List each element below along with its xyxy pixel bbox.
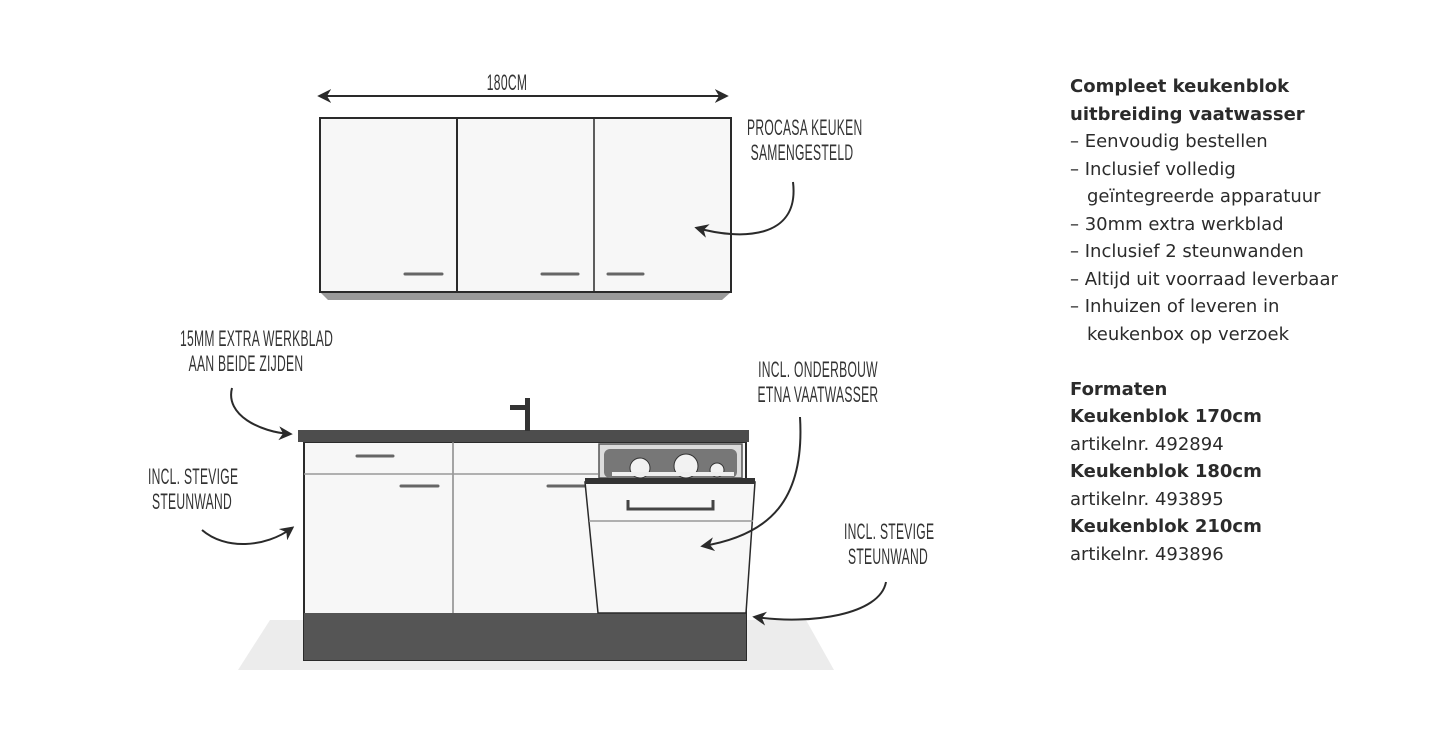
annotation-line: 15MM EXTRA WERKBLAD — [180, 326, 334, 351]
plinth — [304, 613, 746, 660]
annotation-line: INCL. ONDERBOUW — [758, 357, 878, 382]
product-subtitle: uitbreiding vaatwasser — [1070, 103, 1305, 125]
annotation-worktop: 15MM EXTRA WERKBLAD AAN BEIDE ZIJDEN — [180, 326, 334, 376]
formats-heading: Formaten — [1070, 378, 1168, 400]
base-cabinet — [303, 441, 756, 661]
feature-item: – Inclusief volledig geïntegreerde appar… — [1070, 158, 1321, 208]
dimension-label: 180CM — [486, 70, 528, 95]
annotation-left-wall: INCL. STEVIGE STEUNWAND — [148, 464, 239, 514]
format-name: Keukenblok 180cm — [1070, 461, 1262, 482]
annotation-line: STEUNWAND — [847, 544, 929, 569]
format-article: artikelnr. 492894 — [1070, 433, 1224, 455]
annotation-upper-cabinet: PROCASA KEUKEN SAMENGESTELD — [747, 115, 863, 165]
arrow-left-wall — [201, 526, 295, 546]
dishwasher-door — [584, 481, 756, 614]
arrow-worktop — [230, 387, 293, 441]
annotation-line: STEUNWAND — [151, 489, 233, 514]
upper-cabinet — [319, 117, 732, 300]
annotation-line: AAN BEIDE ZIJDEN — [188, 351, 304, 376]
feature-item: – Inhuizen of leveren in keukenbox op ve… — [1070, 296, 1290, 345]
annotation-dishwasher: INCL. ONDERBOUW ETNA VAATWASSER — [758, 357, 879, 407]
format-article: artikelnr. 493896 — [1070, 543, 1224, 565]
annotation-line: SAMENGESTELD — [750, 140, 854, 165]
feature-item: – Inclusief 2 steunwanden — [1070, 241, 1304, 262]
faucet-icon — [510, 398, 530, 431]
format-name: Keukenblok 210cm — [1070, 516, 1262, 537]
feature-item: – Eenvoudig bestellen — [1070, 131, 1268, 152]
arrow-upper-cabinet — [694, 181, 795, 238]
annotation-line: ETNA VAATWASSER — [757, 382, 879, 407]
annotation-line: PROCASA KEUKEN — [747, 115, 863, 140]
format-name: Keukenblok 170cm — [1070, 406, 1262, 427]
arrow-dishwasher — [700, 416, 802, 552]
annotation-right-wall: INCL. STEVIGE STEUNWAND — [844, 519, 935, 569]
arrow-right-wall — [752, 581, 887, 626]
worktop — [298, 430, 749, 442]
feature-item: – Altijd uit voorraad leverbaar — [1070, 268, 1338, 290]
annotation-line: INCL. STEVIGE — [148, 464, 239, 489]
feature-item: – 30mm extra werkblad — [1070, 213, 1284, 235]
product-info-panel: Compleet keukenblok uitbreiding vaatwass… — [1070, 73, 1430, 568]
annotation-line: INCL. STEVIGE — [844, 519, 935, 544]
product-title: Compleet keukenblok — [1070, 76, 1290, 97]
format-article: artikelnr. 493895 — [1070, 488, 1224, 510]
